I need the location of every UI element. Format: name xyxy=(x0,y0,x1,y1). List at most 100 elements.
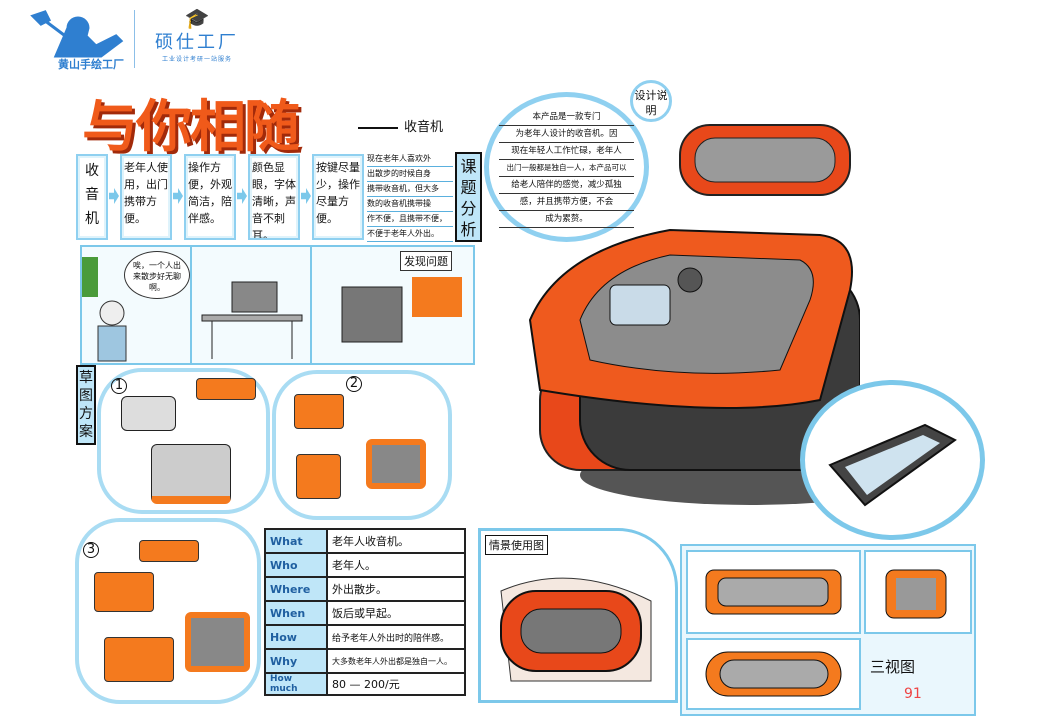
table-value: 老年人。 xyxy=(326,552,466,578)
sketch-cloud-3: 3 xyxy=(75,518,261,704)
flow-step: 老年人使用，出门携带方便。 xyxy=(120,154,172,240)
analysis-line: 携带收音机，但大多 xyxy=(367,182,453,197)
shuoshi-logo: 🎓 硕仕工厂 工业设计考研一站服务 xyxy=(142,8,252,72)
logo-left-text: 黄山手绘工厂 xyxy=(58,58,124,71)
hand-holding-radio-drawing xyxy=(500,577,652,682)
elderly-man-drawing xyxy=(82,257,127,362)
description-line: 现在年轻人工作忙碌，老年人 xyxy=(499,143,634,160)
screen-detail-drawing xyxy=(828,423,957,507)
design-description: 本产品是一款专门 为老年人设计的收音机。因 现在年轻人工作忙碌，老年人 出门一般… xyxy=(484,92,649,242)
analysis-text: 现在老年人喜欢外 出散步的时候自身 携带收音机，但大多 数的收音机携带操 作不便… xyxy=(367,152,453,242)
description-line: 本产品是一款专门 xyxy=(499,109,634,126)
side-view xyxy=(864,550,972,634)
arrow-right-icon xyxy=(301,188,311,204)
table-value: 大多数老年人外出都是独自一人。 xyxy=(326,648,466,674)
usage-scenario: 情景使用图 xyxy=(478,528,678,703)
description-line: 出门一般都是独自一人，本产品可以 xyxy=(499,160,634,177)
logo-right-tagline: 工业设计考研一站服务 xyxy=(161,56,232,63)
sketch-shape xyxy=(185,612,250,672)
carry-radio-panel: 发现问题 xyxy=(312,247,475,363)
poster-subtitle: 收音机 xyxy=(358,116,443,135)
scene-illustration: 唉，一个人出来散步好无聊啊。 发现问题 xyxy=(80,245,475,365)
flow-step: 颜色显眼，字体清晰，声音不刺耳。 xyxy=(248,154,300,240)
problem-tag: 发现问题 xyxy=(400,251,452,271)
front-view-drawing xyxy=(705,569,842,615)
sketch-shape xyxy=(296,454,341,499)
poster-title: 与你相随 xyxy=(82,94,300,160)
usage-tag: 情景使用图 xyxy=(485,535,548,555)
table-key: How xyxy=(264,624,328,650)
logo-right-name: 硕仕工厂 xyxy=(155,32,239,53)
radio-on-table-drawing xyxy=(201,281,303,359)
speech-bubble: 唉，一个人出来散步好无聊啊。 xyxy=(124,251,190,299)
analysis-line: 数的收音机携带操 xyxy=(367,197,453,212)
sketch-section-label: 草图方案 xyxy=(76,365,96,445)
sketch-shape xyxy=(104,637,174,682)
signature: 91 xyxy=(904,686,922,702)
three-views: 三视图 91 xyxy=(680,544,976,716)
sketch-number: 2 xyxy=(346,376,362,392)
detail-callout xyxy=(800,380,985,540)
table-value: 老年人收音机。 xyxy=(326,528,466,554)
description-line: 给老人陪伴的感觉，减少孤独 xyxy=(499,177,634,194)
table-key: Why xyxy=(264,648,328,674)
description-line: 成为累赘。 xyxy=(499,211,634,228)
table-value: 外出散步。 xyxy=(326,576,466,602)
table-key: When xyxy=(264,600,328,626)
topic-analysis-flow: 收音机 老年人使用，出门携带方便。 操作方便，外观简洁，陪伴感。 颜色显眼，字体… xyxy=(76,150,482,245)
arrow-right-icon xyxy=(237,188,247,204)
three-views-label: 三视图 xyxy=(870,658,916,676)
sketch-shape xyxy=(366,439,426,489)
top-view xyxy=(686,638,861,710)
table-key: What xyxy=(264,528,328,554)
radio-main-render xyxy=(528,124,860,505)
analysis-line: 出散步的时候自身 xyxy=(367,167,453,182)
sketch-shape xyxy=(94,572,154,612)
side-view-drawing xyxy=(885,569,947,619)
sketch-shape xyxy=(294,394,344,429)
arrow-right-icon xyxy=(173,188,183,204)
carried-radio-drawing xyxy=(341,277,462,343)
worker-hammer-icon xyxy=(30,10,124,58)
table-key: How much xyxy=(264,672,328,696)
sketch-shape xyxy=(196,378,256,400)
table-key: Who xyxy=(264,552,328,578)
front-view xyxy=(686,550,861,634)
analysis-line: 现在老年人喜欢外 xyxy=(367,152,453,167)
sketch-shape xyxy=(151,444,231,504)
arrow-right-icon xyxy=(109,188,119,204)
logo-divider xyxy=(134,10,135,68)
analysis-line: 作不便，且携带不便， xyxy=(367,212,453,227)
sketch-number: 1 xyxy=(111,378,127,394)
topic-analysis-label: 课题分析 xyxy=(455,152,482,242)
graduation-cap-icon: 🎓 xyxy=(184,6,210,30)
description-line: 为老年人设计的收音机。因 xyxy=(499,126,634,143)
flow-step: 收音机 xyxy=(76,154,108,240)
elderly-man-panel: 唉，一个人出来散步好无聊啊。 xyxy=(82,247,192,363)
flow-step: 操作方便，外观简洁，陪伴感。 xyxy=(184,154,236,240)
analysis-line: 不便于老年人外出。 xyxy=(367,227,453,242)
description-line: 感，并且携带方便，不会 xyxy=(499,194,634,211)
huangshan-logo: 黄山手绘工厂 xyxy=(28,8,128,72)
table-key: Where xyxy=(264,576,328,602)
sketch-cloud-1: 1 xyxy=(97,368,270,514)
table-value: 80 — 200/元 xyxy=(326,672,466,696)
flow-step: 按键尽量少，操作尽量方便。 xyxy=(312,154,364,240)
top-view-drawing xyxy=(705,651,842,697)
design-description-tag: 设计说明 xyxy=(630,80,672,122)
table-value: 给予老年人外出时的陪伴感。 xyxy=(326,624,466,650)
radio-table-panel xyxy=(192,247,312,363)
sketch-shape xyxy=(139,540,199,562)
table-value: 饭后或早起。 xyxy=(326,600,466,626)
sketch-shape xyxy=(121,396,176,431)
sketch-number: 3 xyxy=(83,542,99,558)
sketch-cloud-2: 2 xyxy=(272,370,452,520)
